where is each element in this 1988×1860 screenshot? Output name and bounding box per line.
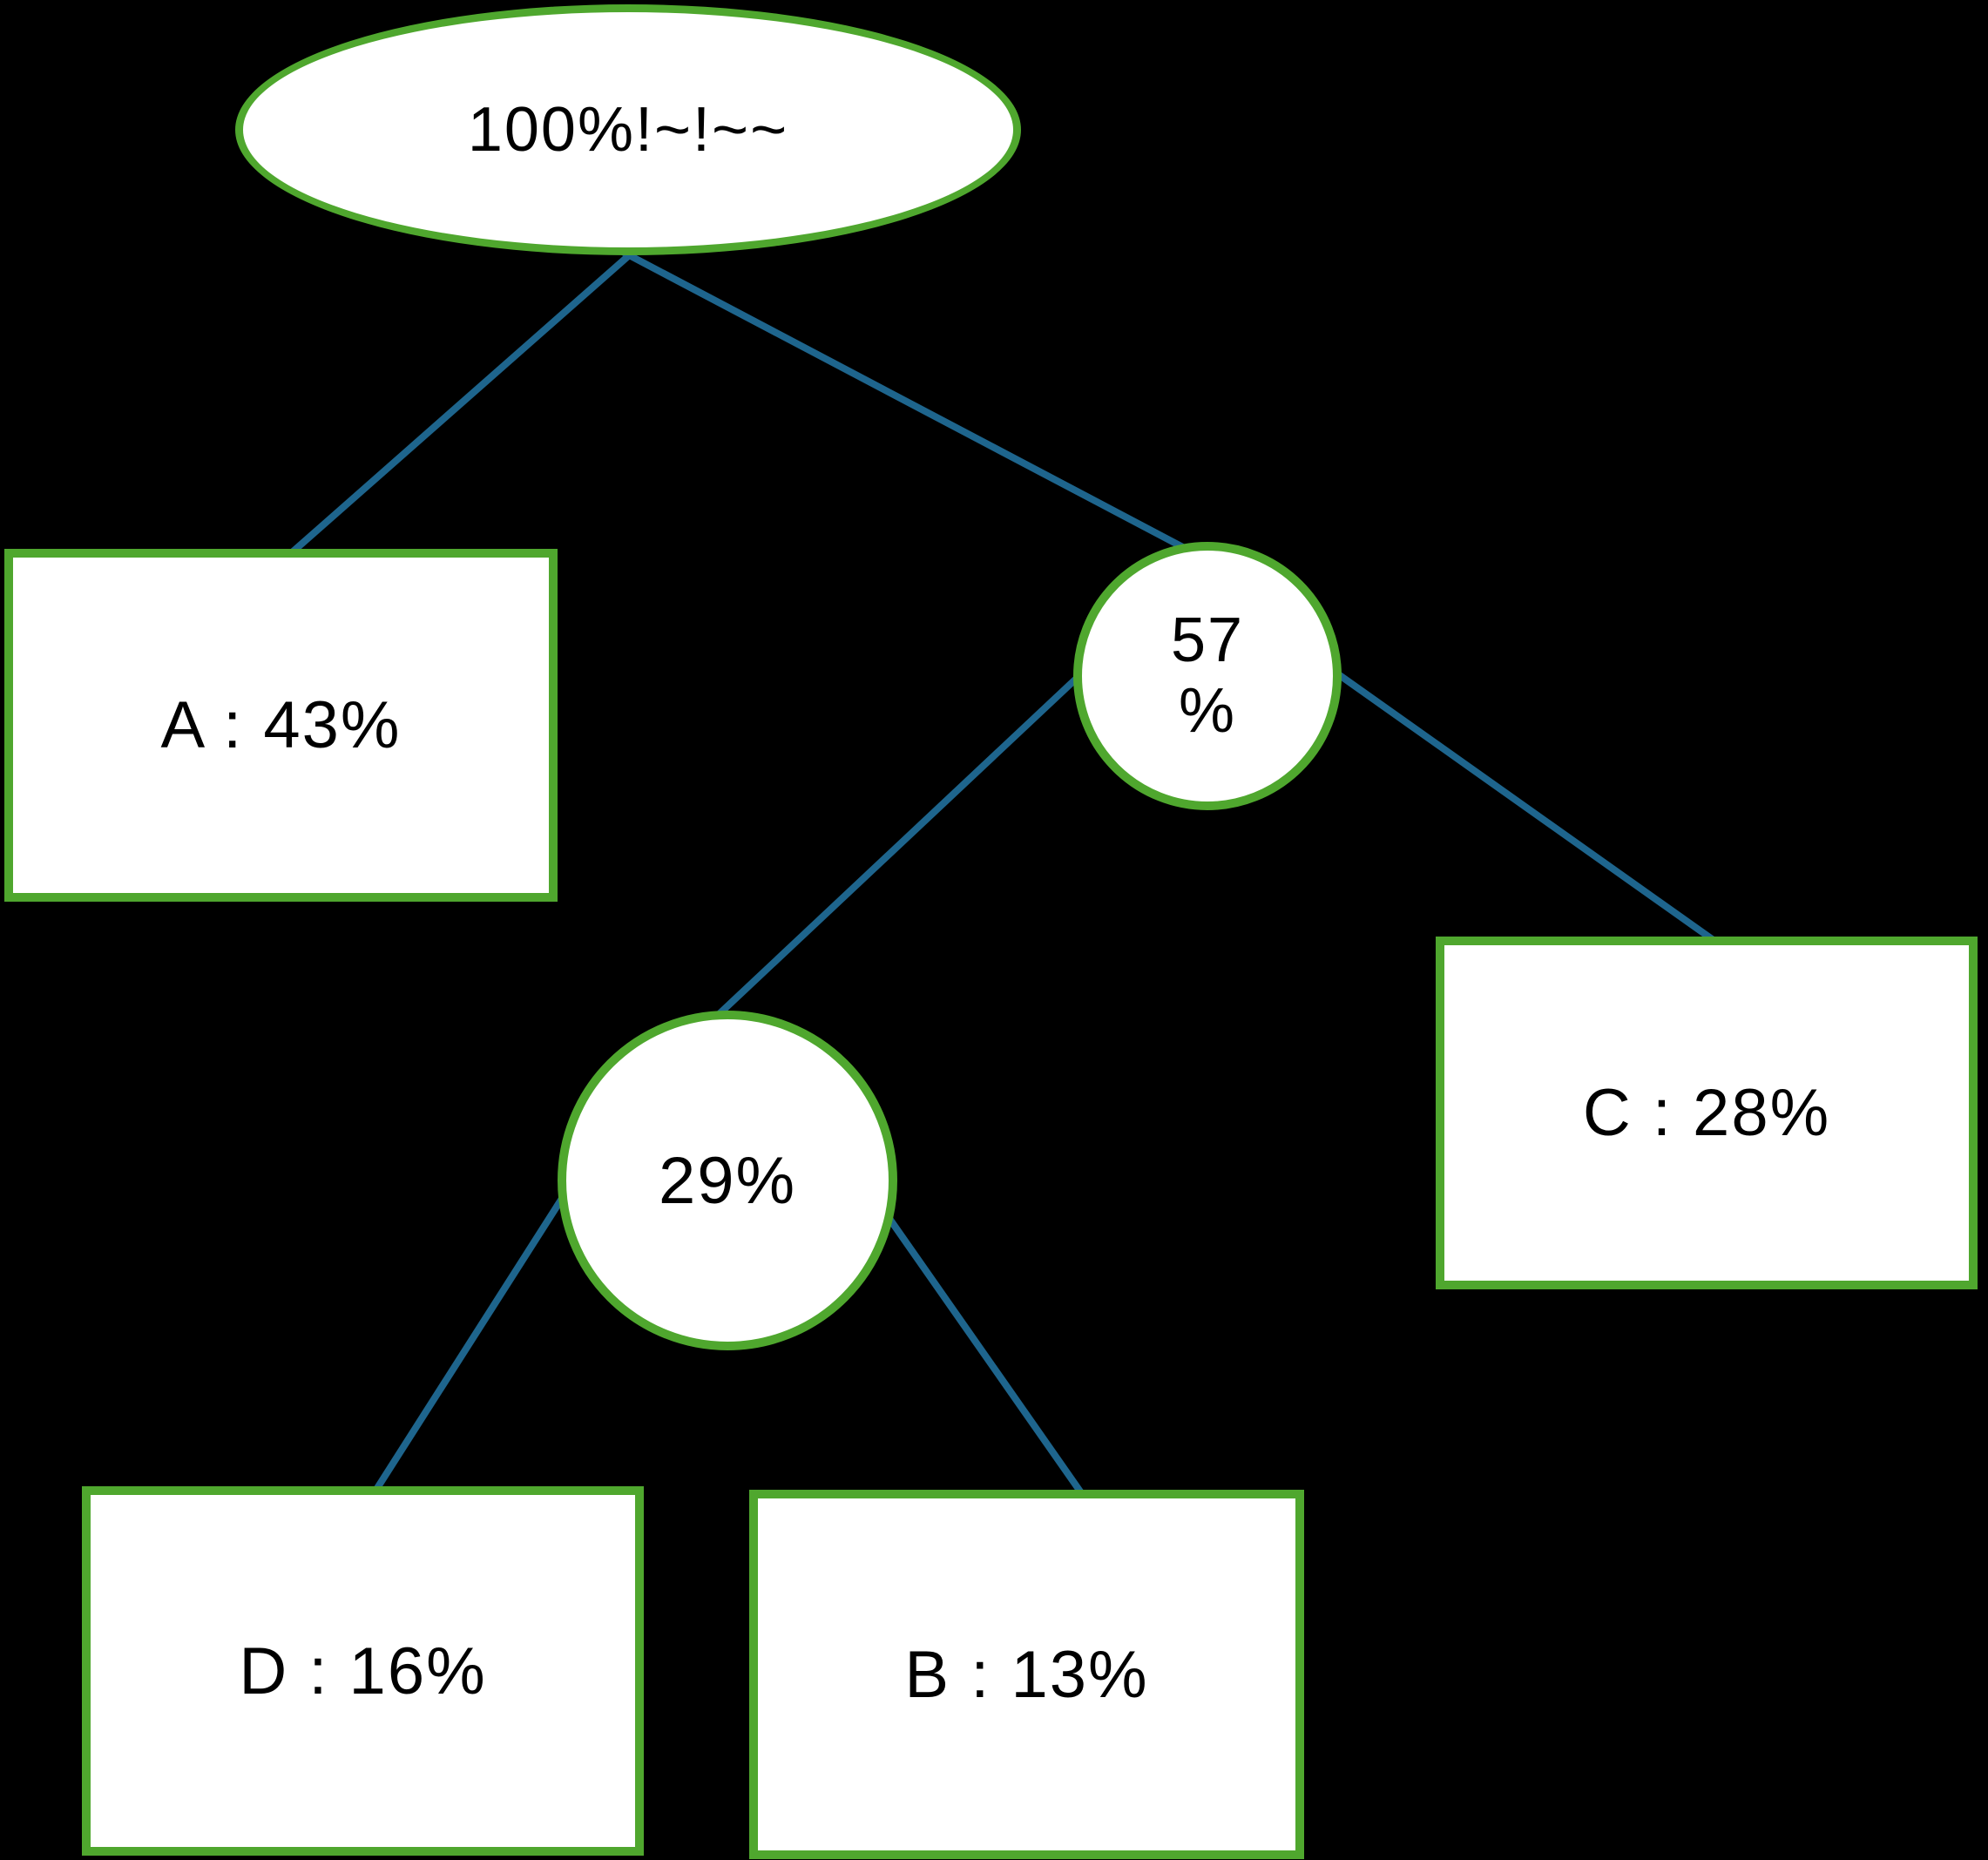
branch-node-29-percent: 29% <box>558 1011 897 1350</box>
branch-node-57-percent: 57 % <box>1073 542 1342 810</box>
edge-57-to-29 <box>711 666 1089 1022</box>
branch-node-57-label-line2: % <box>1178 676 1237 746</box>
edge-57-to-c <box>1326 664 1726 950</box>
root-node-label: 100%!~!~~ <box>467 95 789 165</box>
leaf-node-c: C : 28% <box>1436 937 1978 1289</box>
leaf-node-a-label: A : 43% <box>160 688 402 762</box>
edge-root-to-a <box>281 240 645 564</box>
branch-node-57-label-line1: 57 <box>1170 605 1245 676</box>
edge-root-to-57 <box>616 246 1196 557</box>
leaf-node-b-label: B : 13% <box>904 1637 1149 1712</box>
leaf-node-d-label: D : 16% <box>239 1633 487 1708</box>
leaf-node-a: A : 43% <box>4 549 558 902</box>
leaf-node-b: B : 13% <box>749 1490 1304 1859</box>
leaf-node-d: D : 16% <box>82 1486 644 1856</box>
branch-node-29-label: 29% <box>658 1143 797 1218</box>
leaf-node-c-label: C : 28% <box>1582 1076 1831 1150</box>
edge-29-to-b <box>870 1194 1090 1503</box>
edge-29-to-d <box>369 1182 574 1498</box>
root-node-ellipse: 100%!~!~~ <box>235 4 1021 255</box>
